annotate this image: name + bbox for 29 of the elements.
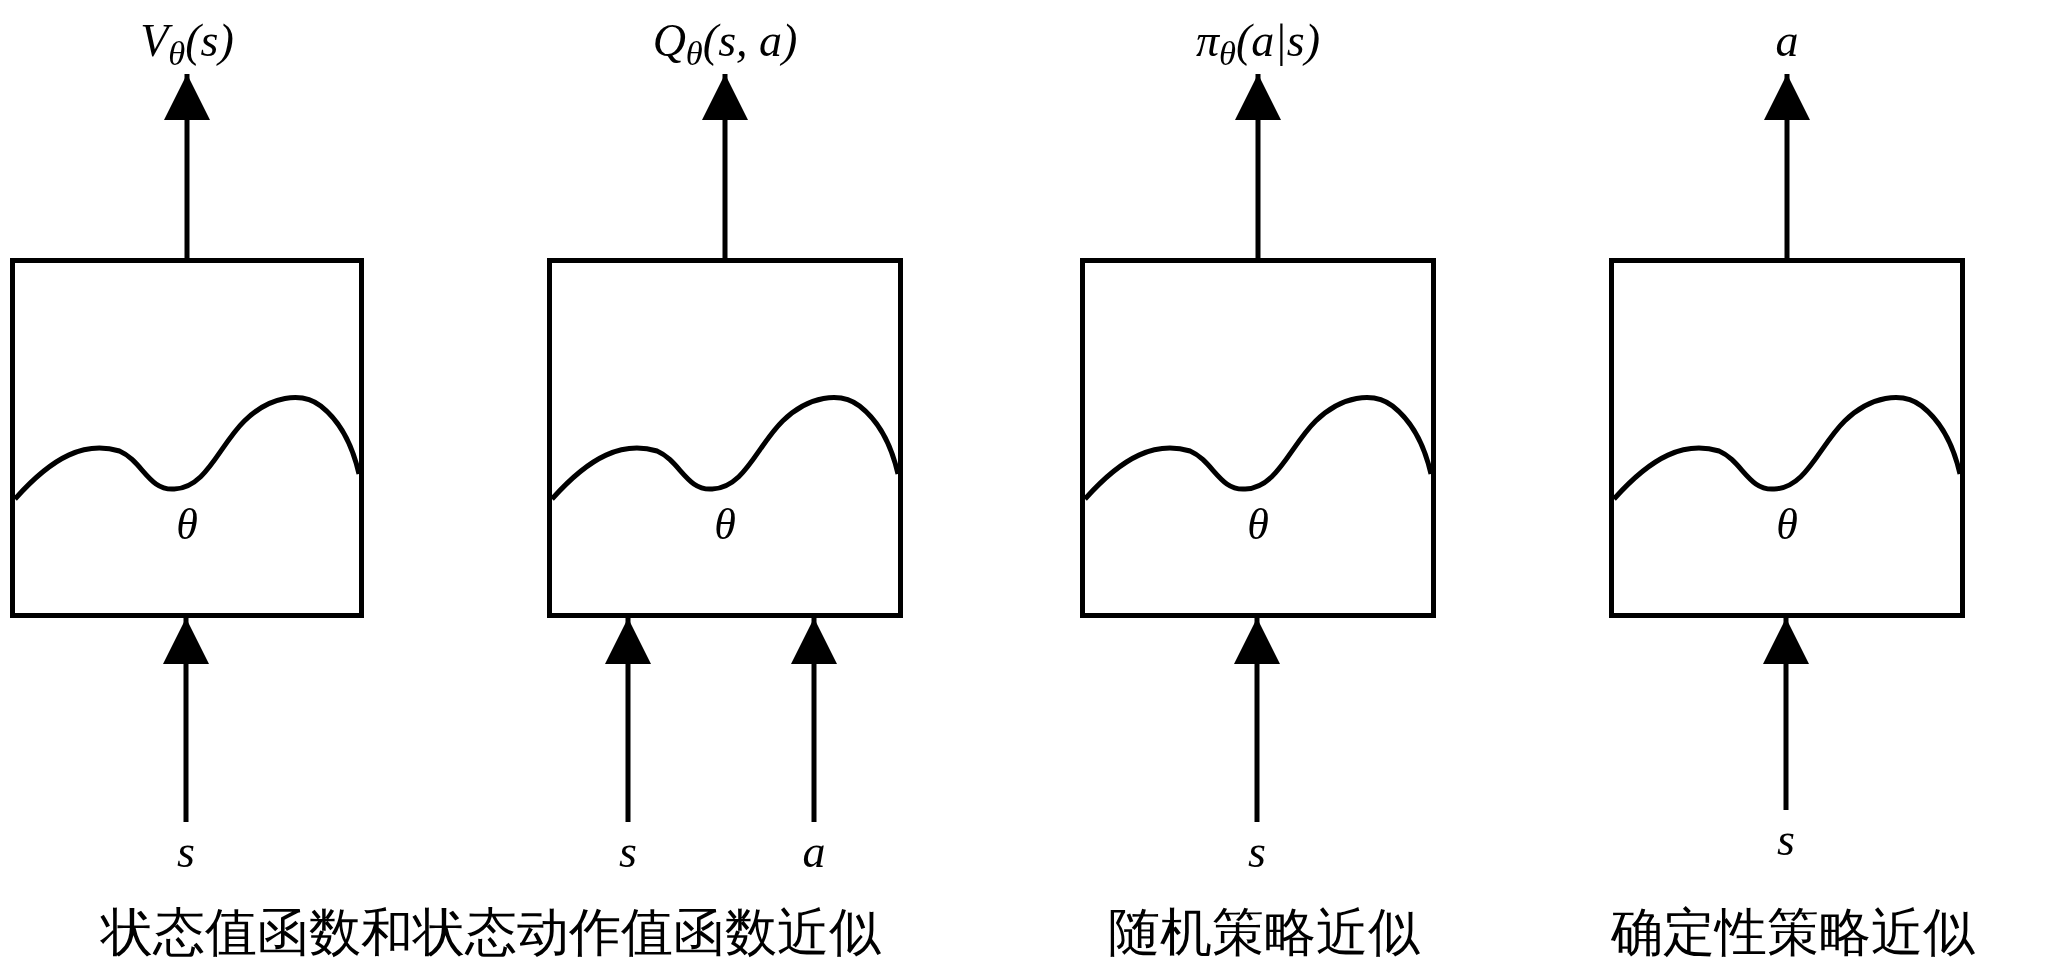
parameter-symbol: θ (714, 503, 736, 547)
parameter-symbol: θ (1776, 503, 1798, 547)
function-box (1080, 258, 1436, 618)
function-box (547, 258, 903, 618)
input-label: s (1248, 829, 1266, 875)
input-label: s (1777, 817, 1795, 863)
caption: 状态值函数和状态动作值函数近似 (101, 901, 881, 964)
function-box (10, 258, 364, 618)
input-label: a (802, 829, 826, 875)
arrow (1234, 618, 1280, 822)
caption: 随机策略近似 (1108, 901, 1420, 964)
caption: 确定性策略近似 (1611, 901, 1975, 964)
arrow (791, 618, 837, 822)
output-label: V$_{θ}$(s) (140, 18, 234, 64)
arrow (1763, 618, 1809, 810)
parameter-symbol: θ (176, 503, 198, 547)
arrow (1235, 74, 1281, 258)
output-label: a (1775, 18, 1799, 64)
output-label: π$_{θ}$(a|s) (1195, 18, 1321, 64)
input-label: s (619, 829, 637, 875)
arrow (605, 618, 651, 822)
function-box (1609, 258, 1965, 618)
arrow (1764, 74, 1810, 258)
arrow (163, 618, 209, 822)
arrow (702, 74, 748, 258)
parameter-symbol: θ (1247, 503, 1269, 547)
output-label: Q$_{θ}$(s, a) (652, 18, 798, 64)
arrow (164, 74, 210, 258)
input-label: s (177, 829, 195, 875)
